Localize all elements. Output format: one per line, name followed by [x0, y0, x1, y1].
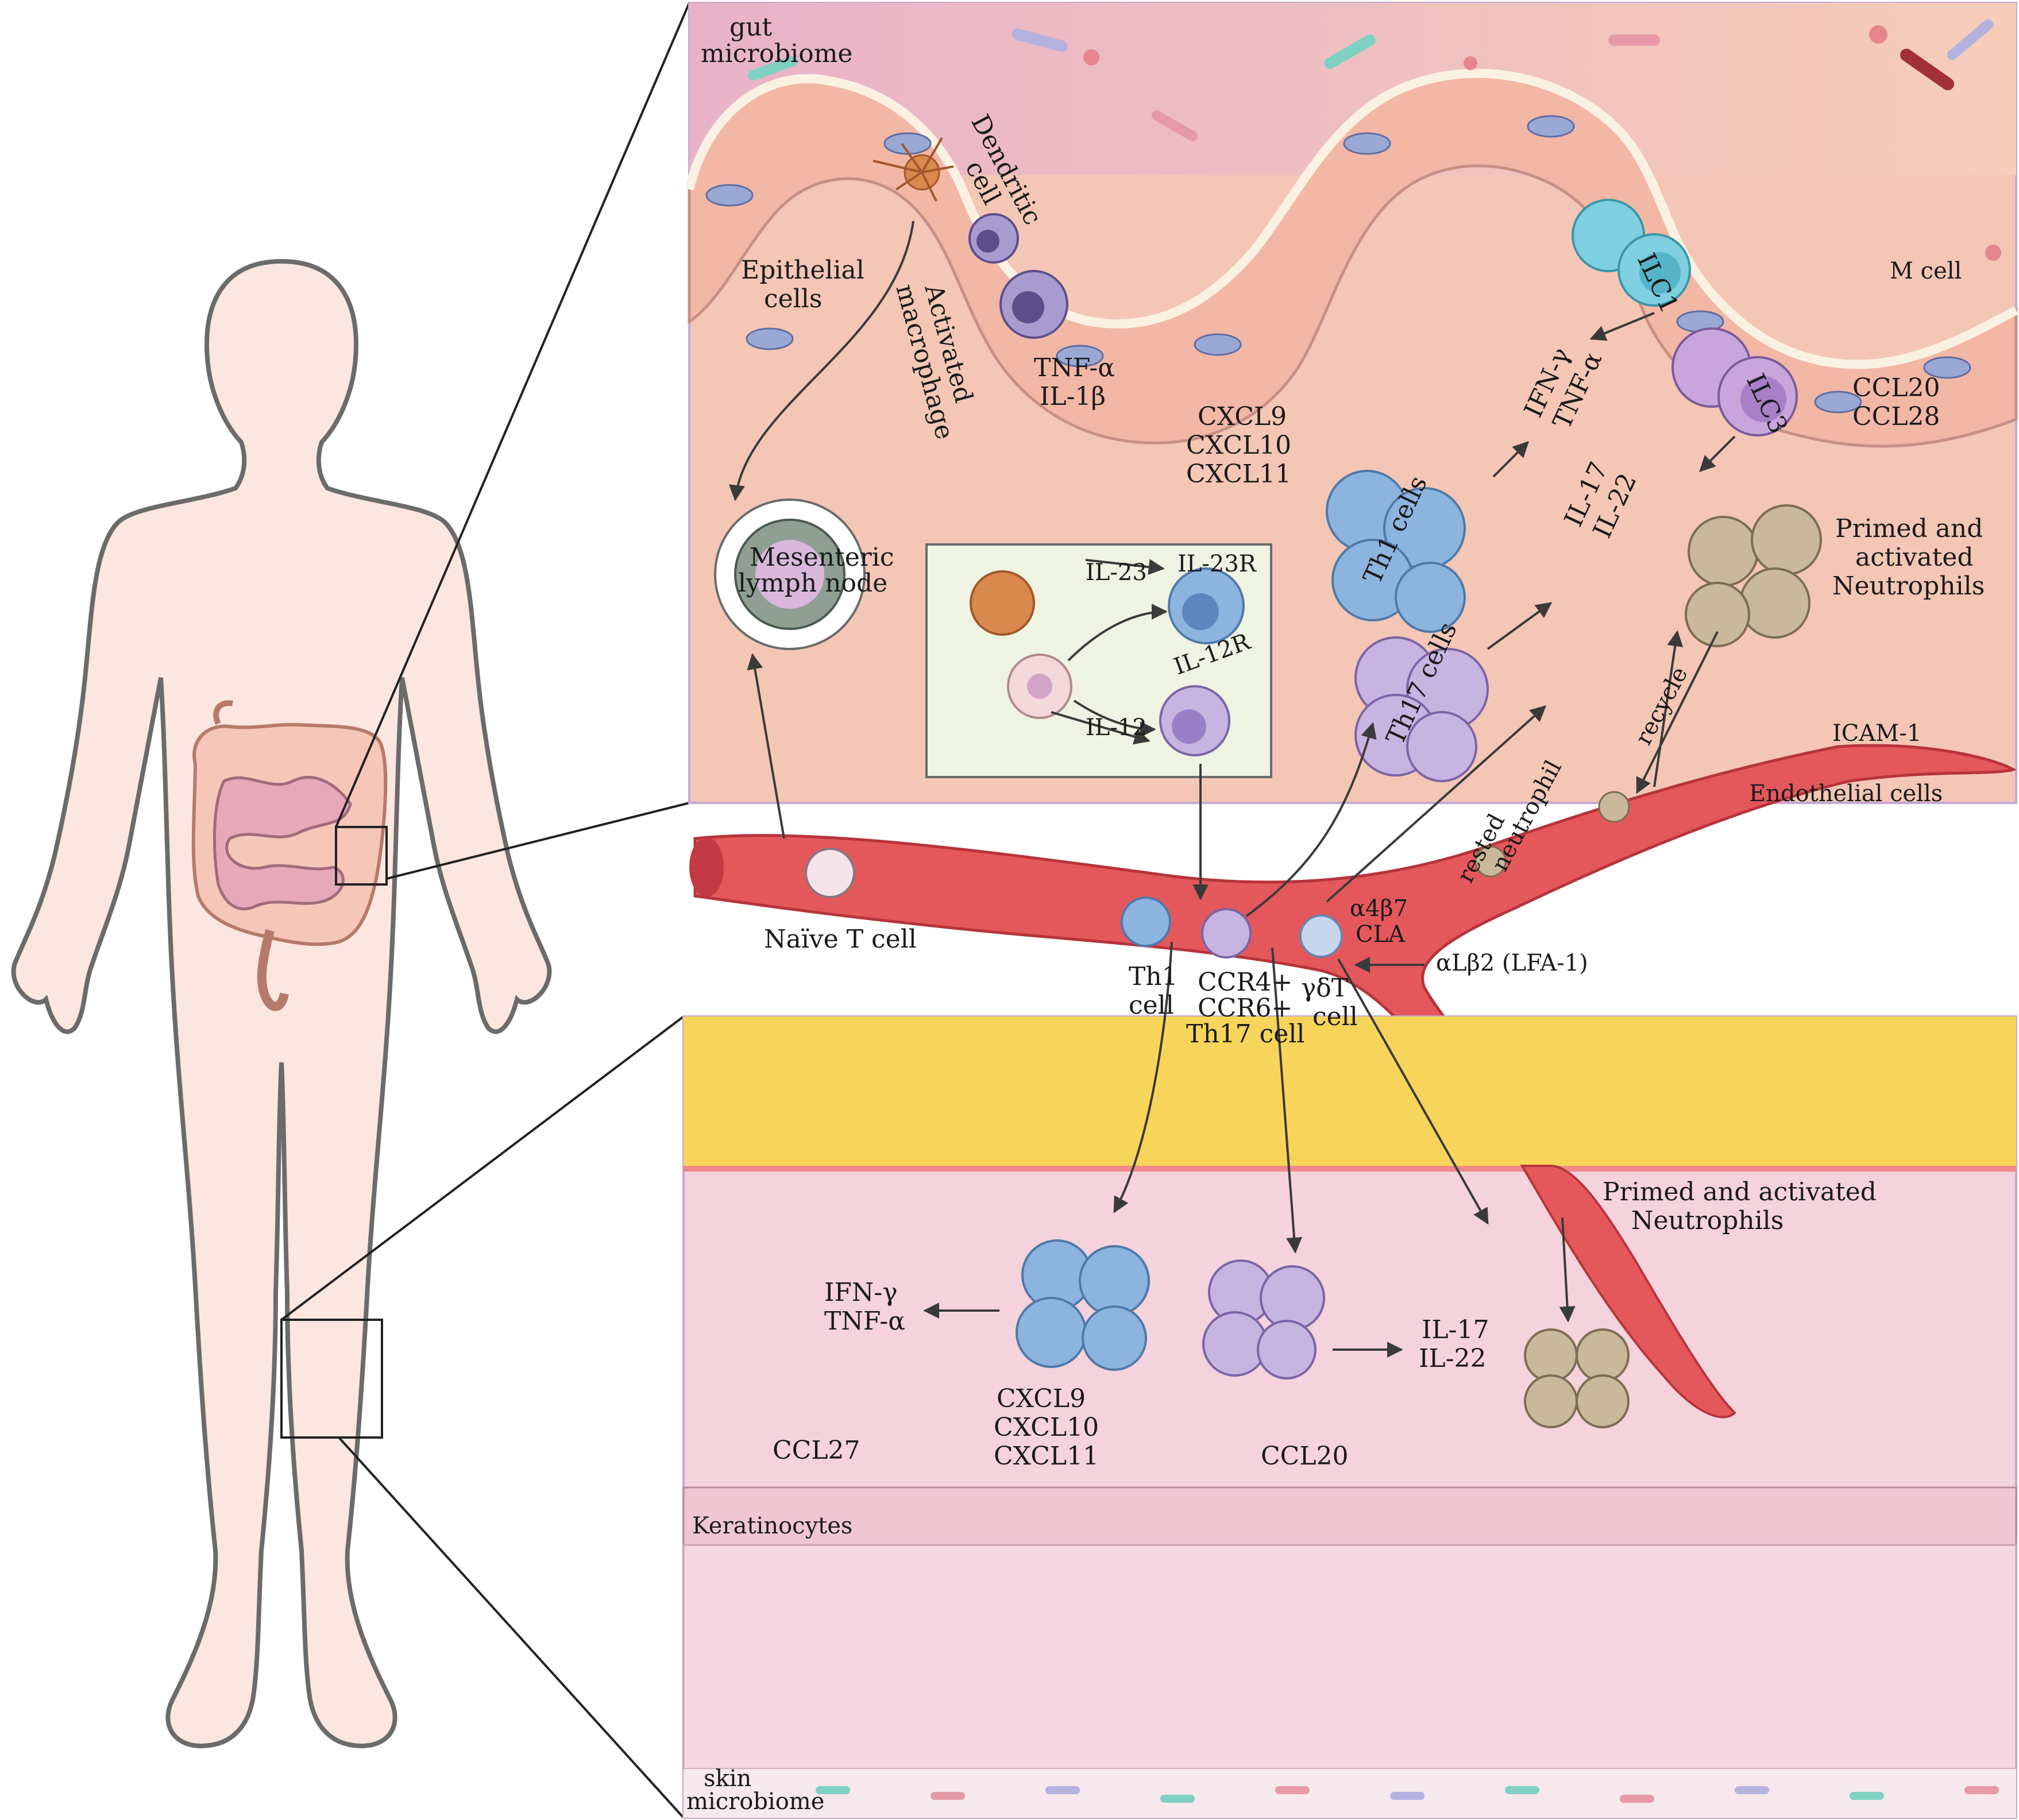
skin-chemokine-3: CXCL11	[994, 1442, 1099, 1471]
th17-cell-label-2: CCR6+	[1198, 994, 1292, 1023]
ccl27-label: CCL27	[773, 1436, 860, 1465]
dendritic-cell	[873, 137, 954, 202]
il23r-label: IL-23R	[1178, 551, 1257, 577]
skin-bacteria	[816, 1786, 1999, 1803]
ilc1-cells	[1572, 199, 1691, 307]
th1-cell-label-1: Th1	[1129, 962, 1178, 991]
fat-layer	[684, 1017, 2016, 1166]
th17-cells-skin	[1202, 1259, 1325, 1380]
neutrophils-gut	[1685, 504, 1822, 647]
ccl20-gut-label: CCL20	[1852, 373, 1940, 403]
skin-microbiome-label-1: skin	[704, 1765, 751, 1792]
skin-microbiome-label-2: microbiome	[686, 1788, 824, 1815]
skin-neutrophils-label-2: Neutrophils	[1631, 1206, 1783, 1235]
skin-zoom-box	[280, 1319, 383, 1439]
skin-ifn-label: IFN-γ	[824, 1278, 898, 1307]
ccl28-gut-label: CCL28	[1852, 402, 1940, 431]
icam1-label: ICAM-1	[1832, 720, 1921, 747]
cla-label: CLA	[1356, 921, 1406, 948]
gut-panel	[685, 2, 2018, 804]
lymph-node	[714, 499, 866, 650]
macrophage-cytokine-1: TNF-α	[1034, 353, 1115, 382]
m-cell-label: M cell	[1890, 258, 1962, 284]
th17-cells-gut	[1354, 636, 1489, 782]
gut-neutrophils-label-1: Primed and	[1835, 514, 1983, 543]
skin-panel	[682, 1015, 2017, 1819]
keratinocytes-label: Keratinocytes	[692, 1513, 852, 1539]
gut-microbiome-label-2: microbiome	[701, 39, 852, 68]
skin-chemokine-1: CXCL9	[997, 1384, 1086, 1413]
gd-t-cell-label-2: cell	[1312, 1002, 1358, 1031]
lymph-node-label-1: Mesenteric	[750, 543, 894, 572]
gut-chemokine-2: CXCL10	[1186, 431, 1291, 460]
endothelial-cells-label: Endothelial cells	[1749, 780, 1943, 807]
epithelial-cells-label-1: Epithelial	[741, 256, 864, 285]
skin-tnf-label: TNF-α	[824, 1307, 905, 1336]
keratinocyte-layer	[682, 1486, 2017, 1770]
blood-vessel	[689, 744, 2017, 1426]
ccl20-skin-label: CCL20	[1261, 1442, 1349, 1471]
skin-il17-label: IL-17	[1422, 1315, 1489, 1344]
ilc3-cells	[1671, 327, 1798, 436]
macrophage-cytokine-2: IL-1β	[1040, 382, 1106, 411]
gd-t-cell-label-1: γδT	[1301, 973, 1348, 1003]
intestines	[191, 700, 388, 1011]
gut-chemokine-1: CXCL9	[1198, 402, 1287, 431]
th17-cell-label-3: Th17 cell	[1186, 1019, 1305, 1049]
human-body	[11, 258, 552, 1749]
alb2-label: αLβ2 (LFA-1)	[1436, 950, 1588, 976]
gut-bacteria	[748, 19, 2001, 261]
gut-neutrophils-label-3: Neutrophils	[1832, 571, 1985, 601]
skin-neutrophils-label-1: Primed and activated	[1603, 1177, 1877, 1207]
neutrophils-skin	[1524, 1328, 1630, 1428]
il12-label: IL-12	[1086, 714, 1147, 741]
zoom-lines	[280, 2, 690, 1819]
arrows	[729, 221, 1736, 1358]
gut-neutrophils-label-2: activated	[1855, 543, 1974, 572]
th1-cell-label-2: cell	[1129, 991, 1174, 1020]
th17-cell-label-1: CCR4+	[1198, 968, 1292, 997]
gut-microbiome-label-1: gut	[729, 13, 773, 42]
th1-cells-skin	[1016, 1239, 1150, 1371]
skin-il22-label: IL-22	[1419, 1344, 1486, 1373]
skin-chemokine-2: CXCL10	[994, 1413, 1099, 1442]
gut-zoom-box	[335, 826, 388, 886]
antigen-presentation-inset	[925, 543, 1272, 778]
il23-label: IL-23	[1086, 559, 1147, 586]
epithelial-cells-label-2: cells	[764, 284, 822, 314]
naive-t-cell-label: Naïve T cell	[764, 925, 917, 954]
activated-macrophage	[968, 213, 1068, 339]
th1-cells-gut	[1326, 470, 1466, 633]
a4b7-label: α4β7	[1350, 895, 1408, 922]
lymph-node-label-2: lymph node	[738, 569, 887, 598]
gut-chemokine-3: CXCL11	[1186, 459, 1291, 489]
